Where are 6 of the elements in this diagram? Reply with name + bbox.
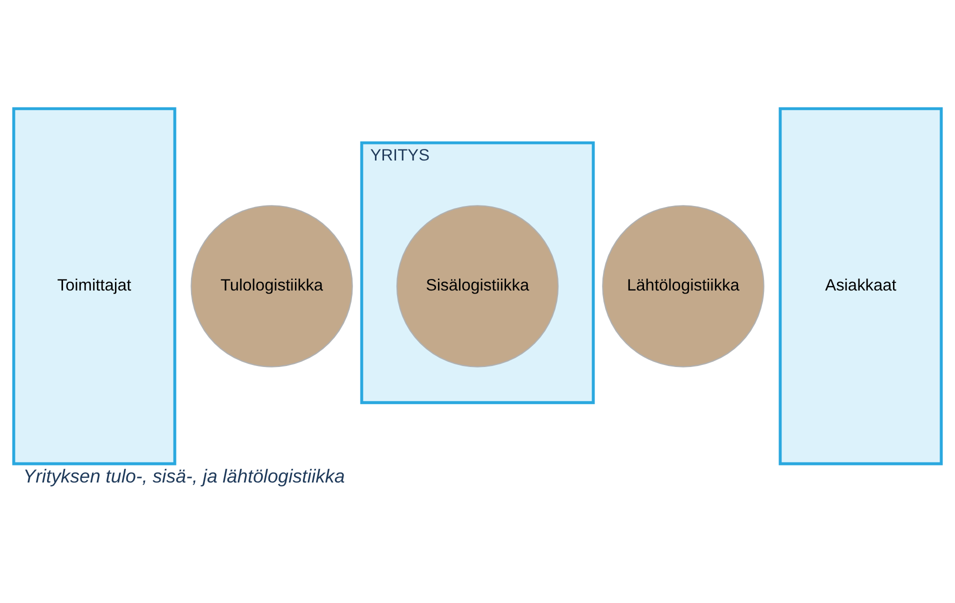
node-circle: Lähtölogistiikka xyxy=(602,205,764,368)
node-box: Toimittajat xyxy=(12,107,176,466)
node-circle: Tulologistiikka xyxy=(190,205,353,368)
node-box: Asiakkaat xyxy=(778,107,943,466)
node-circle: Sisälogistiikka xyxy=(396,205,559,368)
caption: Yrityksen tulo-, sisä-, ja lähtölogistiikka xyxy=(23,465,345,486)
